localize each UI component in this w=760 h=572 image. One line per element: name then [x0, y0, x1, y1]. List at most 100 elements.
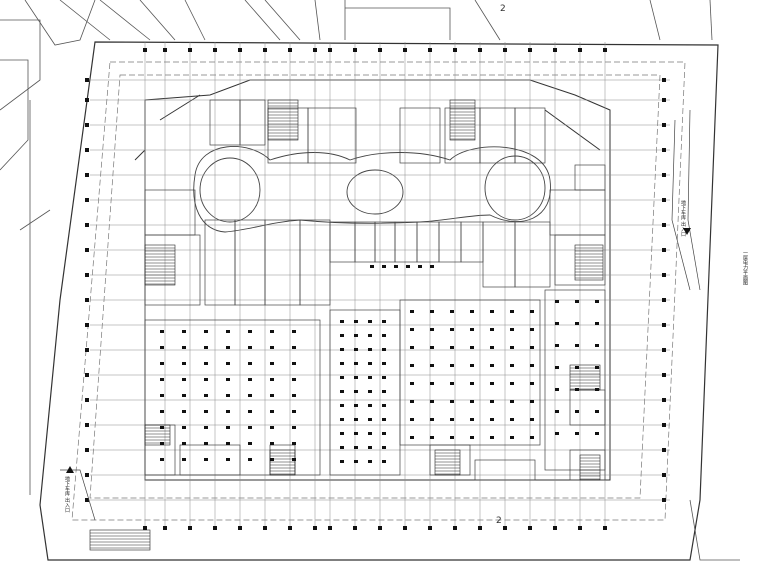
- fixture: [555, 322, 559, 325]
- fixture: [410, 382, 414, 385]
- fixture: [470, 364, 474, 367]
- fixture: [340, 334, 344, 337]
- column-bottom: [263, 526, 267, 530]
- perimeter-columns: [85, 48, 666, 530]
- fixture: [510, 436, 514, 439]
- fixture: [292, 394, 296, 397]
- fixture: [368, 418, 372, 421]
- column-bottom: [213, 526, 217, 530]
- fixture: [160, 394, 164, 397]
- fixture: [354, 320, 358, 323]
- fixture: [382, 446, 386, 449]
- fixture: [382, 334, 386, 337]
- column-bottom: [163, 526, 167, 530]
- fixture: [450, 418, 454, 421]
- column-top: [478, 48, 482, 52]
- column-left: [85, 198, 89, 202]
- column-top: [213, 48, 217, 52]
- fixture: [510, 346, 514, 349]
- fixture: [160, 330, 164, 333]
- fixture: [160, 362, 164, 365]
- fixture: [510, 418, 514, 421]
- column-right: [662, 198, 666, 202]
- column-left: [85, 398, 89, 402]
- fixture: [382, 390, 386, 393]
- fixture: [204, 426, 208, 429]
- fixture: [340, 376, 344, 379]
- fixture: [248, 394, 252, 397]
- fixture: [530, 400, 534, 403]
- fixture: [470, 328, 474, 331]
- column-top: [313, 48, 317, 52]
- column-left: [85, 123, 89, 127]
- fixture: [490, 382, 494, 385]
- column-right: [662, 448, 666, 452]
- fixture: [575, 366, 579, 369]
- fixture: [595, 388, 599, 391]
- fixture: [270, 442, 274, 445]
- entrance-arrow-right-icon: [683, 228, 691, 235]
- fixture: [470, 400, 474, 403]
- fixture: [368, 320, 372, 323]
- column-right: [662, 373, 666, 377]
- fixture: [490, 400, 494, 403]
- column-top: [553, 48, 557, 52]
- fixture: [382, 432, 386, 435]
- fixture: [470, 382, 474, 385]
- column-top: [263, 48, 267, 52]
- fixture: [430, 418, 434, 421]
- fixture: [410, 364, 414, 367]
- fixture: [354, 446, 358, 449]
- column-left: [85, 248, 89, 252]
- fixture: [555, 410, 559, 413]
- fixture: [595, 300, 599, 303]
- fixture: [430, 328, 434, 331]
- setback-line: [71, 61, 686, 521]
- fixture: [530, 418, 534, 421]
- fixture: [470, 346, 474, 349]
- fixture: [368, 362, 372, 365]
- fixture: [510, 364, 514, 367]
- fixture: [490, 346, 494, 349]
- fixture: [368, 446, 372, 449]
- axis-marker-bottom: 2: [496, 516, 502, 526]
- column-top: [428, 48, 432, 52]
- column-top: [453, 48, 457, 52]
- fixture: [470, 418, 474, 421]
- fixture: [270, 426, 274, 429]
- fixture: [226, 330, 230, 333]
- fixture: [510, 328, 514, 331]
- entrance-arrow-left-icon: [66, 466, 74, 473]
- column-right: [662, 123, 666, 127]
- entrance-label-left: 地下车库 出入口: [64, 476, 70, 513]
- fixture: [530, 328, 534, 331]
- column-bottom: [403, 526, 407, 530]
- fixture: [354, 334, 358, 337]
- site-roads: [0, 0, 740, 561]
- structural-grid: [90, 42, 670, 530]
- column-bottom: [503, 526, 507, 530]
- column-right: [662, 298, 666, 302]
- fixture: [370, 265, 374, 268]
- fixture: [340, 418, 344, 421]
- fixture: [292, 362, 296, 365]
- column-bottom: [453, 526, 457, 530]
- column-left: [85, 223, 89, 227]
- fixture: [182, 378, 186, 381]
- fixture: [270, 410, 274, 413]
- fixture: [394, 265, 398, 268]
- column-top: [238, 48, 242, 52]
- fixture: [340, 446, 344, 449]
- fixture: [595, 432, 599, 435]
- room-partitions: [144, 99, 606, 481]
- fixture: [575, 322, 579, 325]
- fixture: [354, 362, 358, 365]
- fixture: [410, 310, 414, 313]
- fixture: [226, 442, 230, 445]
- fixture: [340, 390, 344, 393]
- column-top: [403, 48, 407, 52]
- column-right: [662, 398, 666, 402]
- fixture: [292, 410, 296, 413]
- column-left: [85, 78, 89, 82]
- column-bottom: [238, 526, 242, 530]
